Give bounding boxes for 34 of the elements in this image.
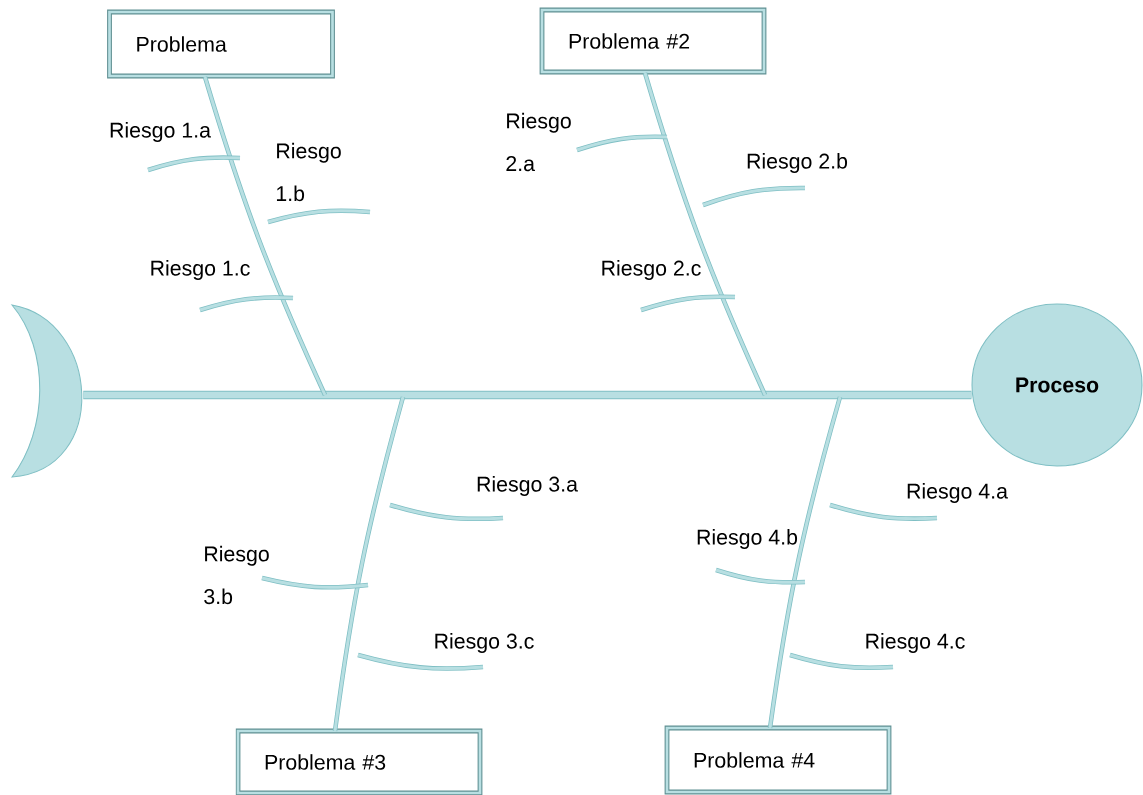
sub-branch-line (267, 208, 371, 225)
risk-label: Riesgo 3.c (435, 633, 534, 653)
risk-label: Riesgo 1.b (276, 142, 341, 202)
risk-label: Riesgo 1.c (151, 260, 250, 280)
problem-box: Problema (107, 9, 335, 79)
fish-head: Proceso (971, 303, 1143, 467)
branch-line (202, 76, 328, 396)
sub-branch-line (576, 134, 668, 153)
problem-box: Problema #4 (664, 725, 892, 795)
branch-line (332, 396, 406, 732)
risk-label: Riesgo 4.a (907, 483, 1008, 503)
sub-branch-line (789, 652, 894, 670)
sub-branch-line (829, 502, 938, 521)
sub-branch-line (702, 185, 805, 208)
sub-branch-line (389, 502, 504, 522)
sub-branch-line (147, 155, 241, 173)
fish-tail (11, 304, 83, 478)
risk-label: Riesgo 4.b (697, 529, 798, 549)
risk-label: Riesgo 2.a (506, 112, 571, 172)
sub-branch-line (199, 295, 294, 313)
sub-branch-line (357, 652, 484, 671)
risk-label: Riesgo 4.c (866, 633, 965, 653)
sub-branch-line (261, 575, 369, 590)
sub-branch-line (640, 294, 736, 313)
problem-box: Problema #2 (539, 7, 767, 75)
risk-label: Riesgo 3.a (477, 476, 578, 496)
branch-line (642, 72, 768, 396)
risk-label: Riesgo 1.a (110, 122, 211, 142)
sub-branch-line (715, 567, 806, 585)
risk-label: Riesgo 2.c (602, 260, 701, 280)
risk-label: Riesgo 3.b (204, 545, 269, 605)
risk-label: Riesgo 2.b (747, 153, 848, 173)
problem-box: Problema #3 (235, 728, 483, 795)
branch-line (767, 396, 843, 729)
